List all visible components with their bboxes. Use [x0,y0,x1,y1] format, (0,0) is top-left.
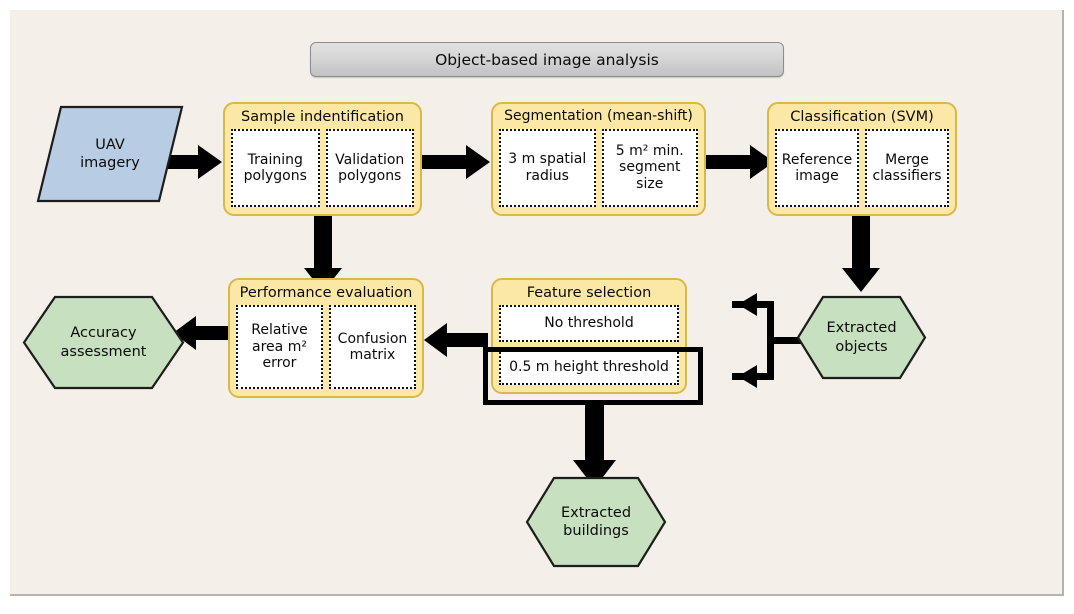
node-segmentation-title: Segmentation (mean-shift) [504,108,693,124]
subbox-min-segment-size[interactable]: 5 m² min. segment size [601,128,698,207]
node-accuracy-assessment[interactable]: Accuracy assessment [22,295,185,390]
subbox-height-threshold[interactable]: 0.5 m height threshold [499,348,679,385]
subbox-reference-image[interactable]: Reference image [775,129,859,207]
subbox-reference-image-label: Reference image [781,151,853,185]
subbox-merge-classifiers[interactable]: Merge classifiers [865,129,949,207]
subbox-height-threshold-label: 0.5 m height threshold [509,358,669,375]
subbox-validation-polygons-label: Validation polygons [335,151,405,185]
arrow-sample-to-segmentation [421,145,490,179]
subbox-merge-classifiers-label: Merge classifiers [872,151,942,185]
node-classification[interactable]: Classification (SVM) Reference image Mer… [767,102,957,216]
node-classification-items: Reference image Merge classifiers [775,129,949,207]
subbox-no-threshold-label: No threshold [544,315,634,332]
node-classification-title: Classification (SVM) [790,109,934,125]
subbox-no-threshold[interactable]: No threshold [499,305,679,342]
hexagon-shape-accuracy [22,295,185,390]
parallelogram-shape [36,105,184,203]
arrow-feature-to-performance [424,323,488,357]
node-sample-identification[interactable]: Sample indentification Training polygons… [223,102,422,216]
subbox-confusion-matrix-label: Confusion matrix [337,330,408,364]
subbox-training-polygons-label: Training polygons [243,151,307,185]
subbox-confusion-matrix[interactable]: Confusion matrix [329,305,416,389]
arrow-sample-to-performance [304,213,342,292]
hexagon-shape-extracted-buildings [525,476,667,568]
subbox-training-polygons[interactable]: Training polygons [231,129,320,207]
arrow-classification-to-extracted-objects [842,215,880,292]
node-sample-identification-items: Training polygons Validation polygons [231,129,414,207]
node-feature-selection-items: No threshold 0.5 m height threshold [499,305,679,385]
highlight-selection-rectangle [483,347,703,405]
node-sample-identification-title: Sample indentification [241,109,404,125]
arrow-segmentation-to-classification [705,145,774,179]
connector-extracted-objects-branch [732,293,809,388]
arrow-feature-to-extracted-buildings [573,404,616,488]
node-uav-imagery[interactable]: UAV imagery [35,104,185,204]
diagram-title-bar: Object-based image analysis [310,42,784,77]
node-extracted-buildings[interactable]: Extracted buildings [525,476,667,568]
node-performance-evaluation[interactable]: Performance evaluation Relative area m² … [228,278,424,398]
subbox-spatial-radius-label: 3 m spatial radius [508,151,587,184]
subbox-relative-area-error-label: Relative area m² error [251,322,308,372]
diagram-title-text: Object-based image analysis [435,50,659,69]
subbox-spatial-radius[interactable]: 3 m spatial radius [499,128,596,207]
subbox-validation-polygons[interactable]: Validation polygons [325,129,414,207]
subbox-min-segment-size-label: 5 m² min. segment size [615,142,684,192]
node-segmentation-items: 3 m spatial radius 5 m² min. segment siz… [499,128,698,207]
connector-layer [143,145,880,488]
node-extracted-objects[interactable]: Extracted objects [796,295,927,380]
arrow-performance-to-accuracy [173,316,228,350]
hexagon-shape-extracted-objects [796,295,927,380]
node-segmentation[interactable]: Segmentation (mean-shift) 3 m spatial ra… [491,102,706,216]
arrow-uav-to-sample [143,145,222,179]
subbox-relative-area-error[interactable]: Relative area m² error [236,305,323,389]
diagram-canvas: Object-based image analysis [10,10,1064,596]
node-performance-evaluation-title: Performance evaluation [239,285,413,301]
node-performance-evaluation-items: Relative area m² error Confusion matrix [236,305,416,389]
node-feature-selection[interactable]: Feature selection No threshold 0.5 m hei… [491,278,687,394]
node-feature-selection-title: Feature selection [526,285,652,301]
